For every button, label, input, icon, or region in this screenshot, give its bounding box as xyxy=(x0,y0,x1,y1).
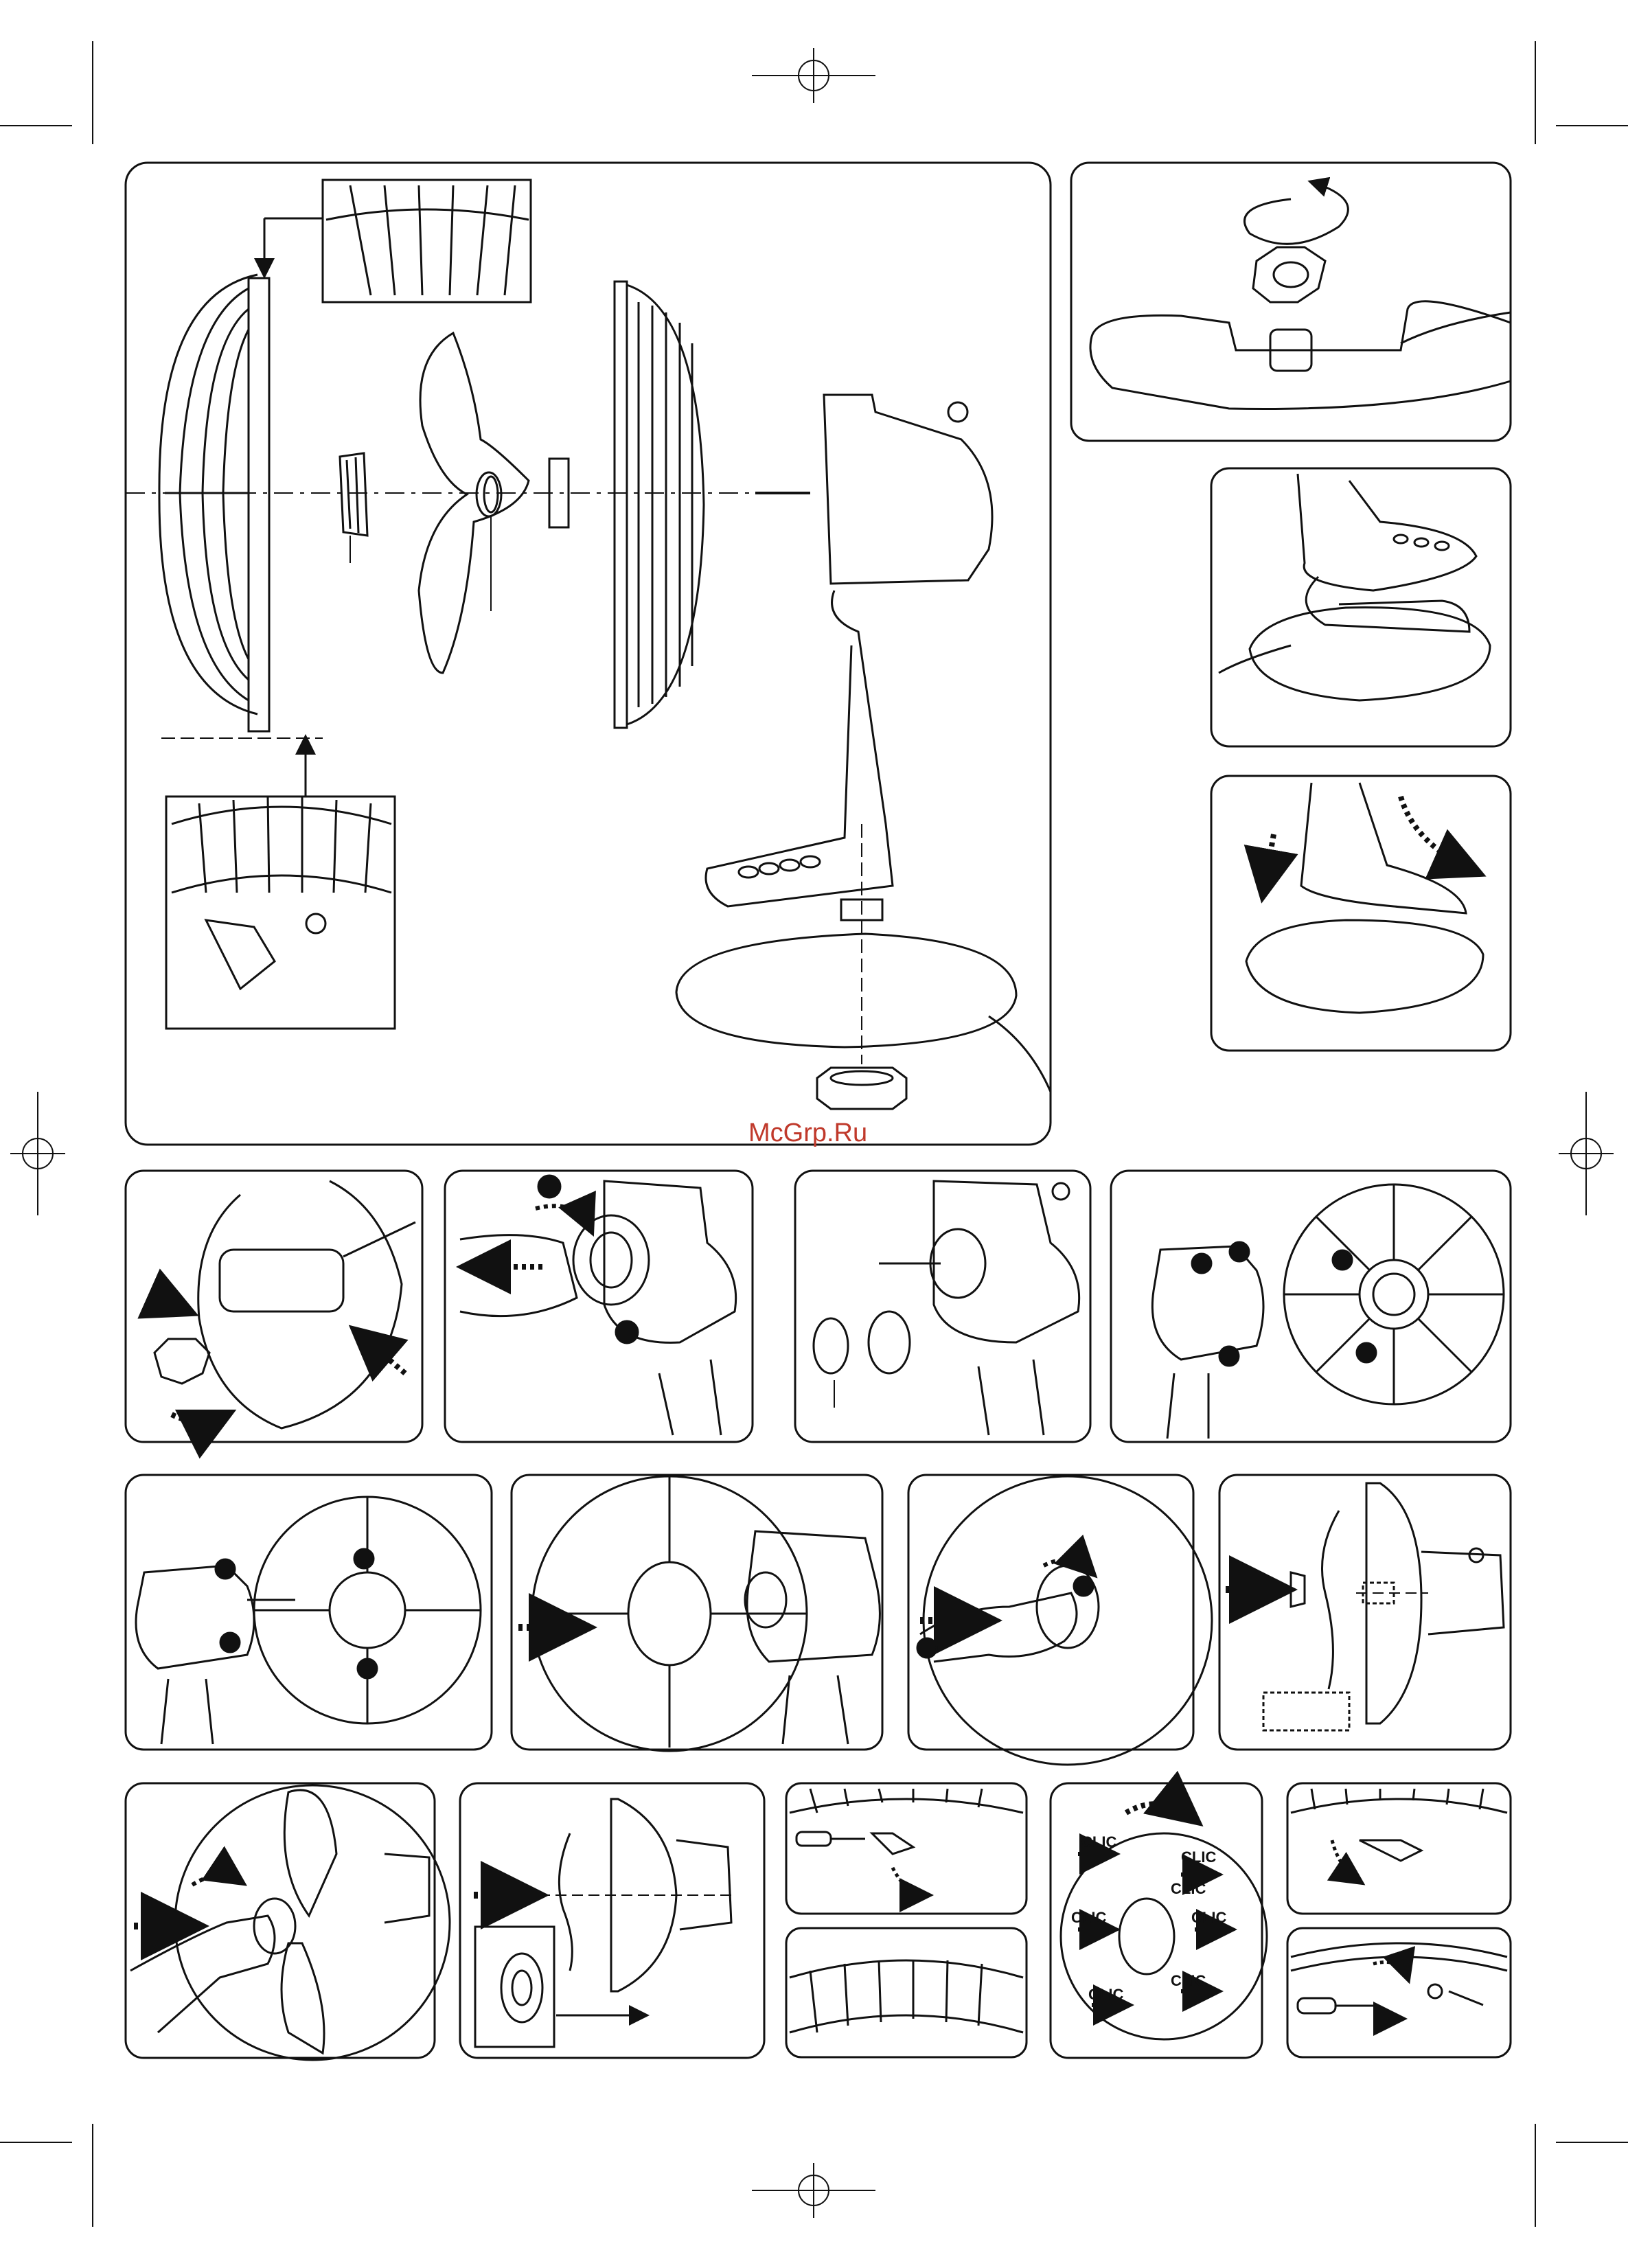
panel-exploded-view xyxy=(126,163,1051,1145)
panel-spinner-insert xyxy=(1219,1475,1511,1750)
registration-mark-top xyxy=(752,48,875,103)
panel-motor-parts xyxy=(795,1171,1090,1442)
clic-label: CLIC xyxy=(1171,1880,1206,1897)
clic-label: CLIC xyxy=(1081,1833,1116,1851)
clic-labels: CLIC CLIC CLIC CLIC CLIC CLIC CLIC xyxy=(1071,1833,1226,2003)
motor-stand-icon xyxy=(676,395,1051,1092)
panel-grille-rim xyxy=(786,1928,1027,2057)
clic-label: CLIC xyxy=(1181,1848,1216,1866)
clic-label: CLIC xyxy=(1171,1972,1206,1989)
panel-screw-detail xyxy=(1287,1928,1511,2057)
panel-blade-tighten xyxy=(126,1783,450,2060)
panel-rear-grille-align xyxy=(1111,1171,1511,1442)
registration-mark-bottom xyxy=(752,2163,875,2218)
down-arrow-icon xyxy=(1263,834,1274,893)
hand-icon xyxy=(920,1593,1077,1662)
panel-base-attach xyxy=(1211,776,1511,1051)
registration-mark-left xyxy=(10,1092,65,1215)
panel-cable-routing xyxy=(1211,468,1511,746)
panel-grille-nut-tighten xyxy=(908,1475,1212,1765)
panel-rear-grille-push xyxy=(512,1475,882,1751)
panel-clip-detail xyxy=(1287,1783,1511,1914)
cable-icon xyxy=(1219,577,1469,673)
screwdriver-icon xyxy=(796,1832,865,1846)
spinner-icon xyxy=(340,453,367,563)
nut-icon xyxy=(154,1339,209,1384)
clic-label: CLIC xyxy=(1071,1909,1106,1926)
panel-nut-under-base xyxy=(126,1171,422,1442)
fan-blade-icon xyxy=(419,333,529,673)
clip-icon xyxy=(1360,1840,1421,1861)
panel-rear-grille-mount xyxy=(126,1475,492,1750)
rotate-arrow-icon xyxy=(1245,182,1349,244)
panel-base-nut-rotate xyxy=(1071,163,1511,441)
screwdriver-icon xyxy=(1298,1998,1373,2013)
watermark: McGrp.Ru xyxy=(748,1119,867,1147)
clic-label: CLIC xyxy=(1191,1909,1226,1926)
base-nut-icon xyxy=(817,1068,906,1109)
grille-clip-detail-bottom xyxy=(161,738,395,1029)
registration-mark-right xyxy=(1559,1092,1614,1215)
nut-icon xyxy=(814,1318,848,1373)
panel-motor-nut-remove xyxy=(445,1171,753,1442)
clic-label: CLIC xyxy=(1088,1986,1123,2003)
washer-icon xyxy=(484,477,498,611)
rear-grille-icon xyxy=(159,275,269,731)
hand-icon xyxy=(130,1916,275,2032)
panel-clip-screw xyxy=(786,1783,1027,1914)
front-grille-icon xyxy=(615,282,704,728)
grille-clip-detail-top xyxy=(264,180,531,302)
curve-arrow-icon xyxy=(1401,797,1476,872)
panel-front-grille-mount xyxy=(460,1783,764,2058)
